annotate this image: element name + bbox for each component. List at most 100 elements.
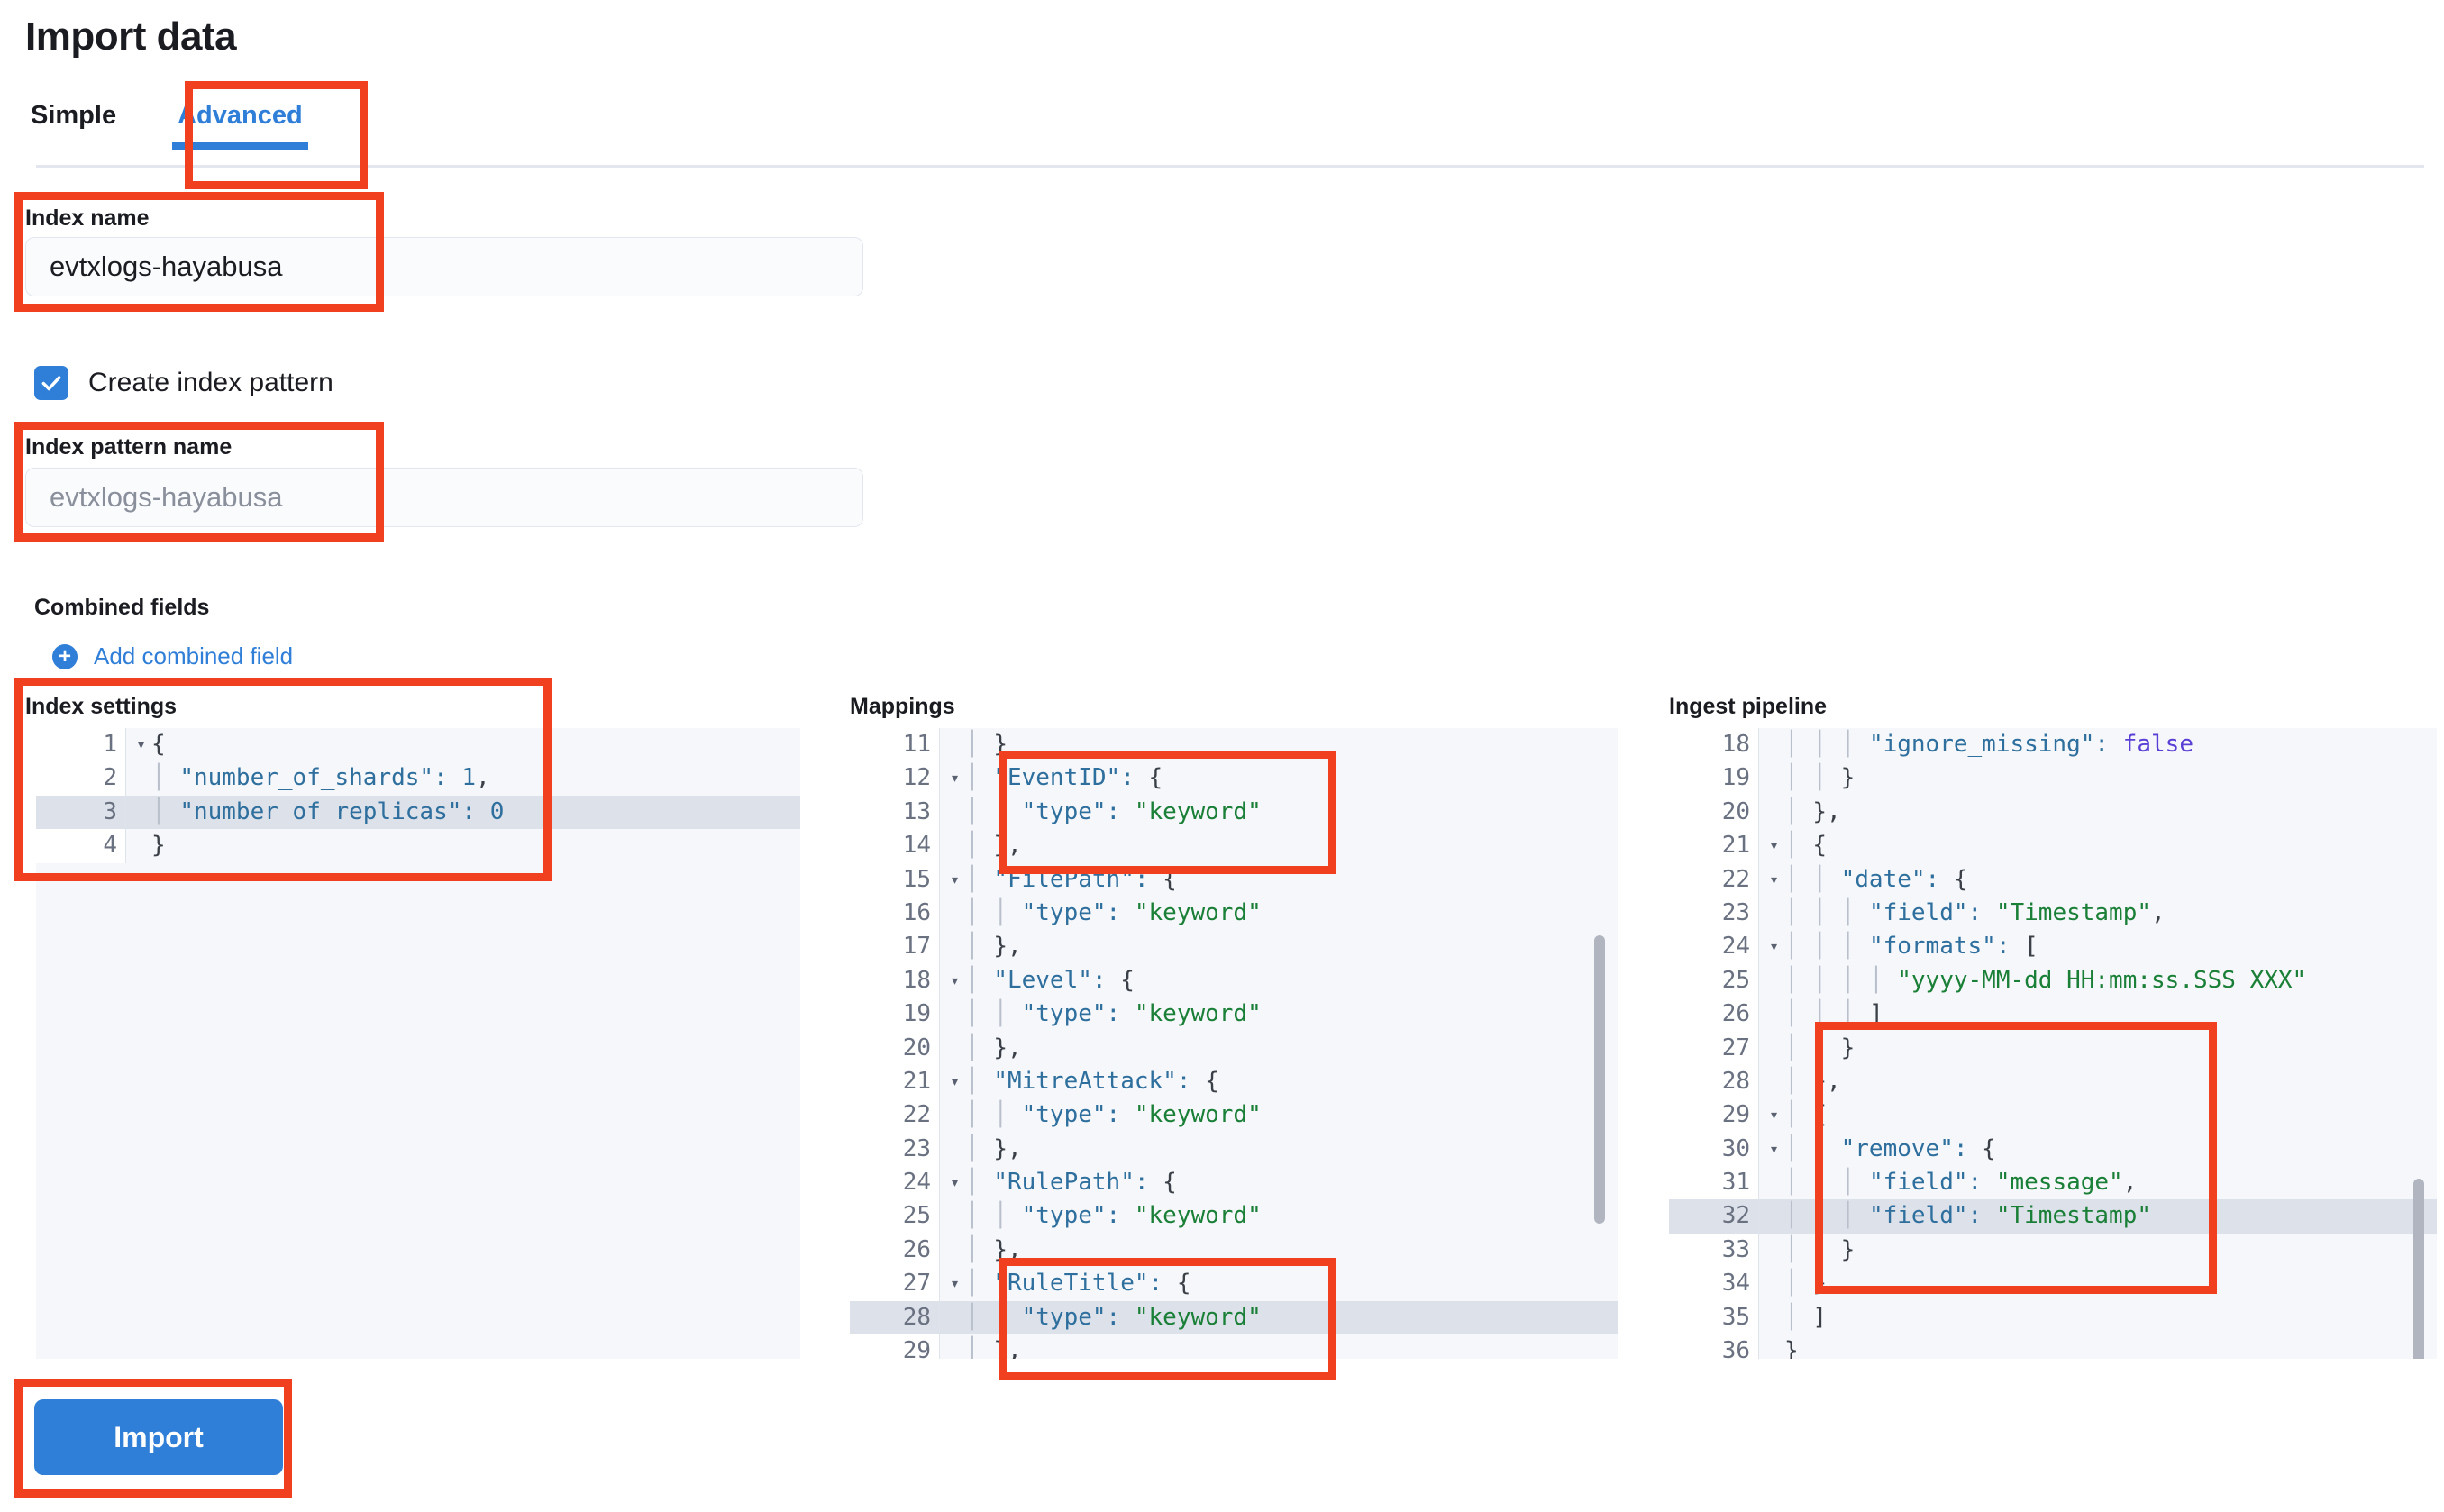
tab-simple[interactable]: Simple [31,101,117,130]
code-text: │ │ │ "formats": [ [1758,930,2437,964]
fold-toggle-icon[interactable]: ▾ [1769,1106,1779,1125]
mappings-scrollbar[interactable] [1594,935,1605,1224]
code-line[interactable]: 18│ │ │ "ignore_missing": false [1669,728,2437,762]
code-line[interactable]: 26│ │ │ ] [1669,997,2437,1032]
gutter-divider [1758,1132,1759,1167]
code-line[interactable]: 21▾│ { [1669,829,2437,863]
code-text: │ │ "type": "keyword" [939,1300,1618,1335]
import-button[interactable]: Import [34,1399,283,1475]
code-line[interactable]: 25│ │ │ │ "yyyy-MM-dd HH:mm:ss.SSS XXX" [1669,963,2437,998]
gutter-divider [939,896,940,931]
fold-toggle-icon[interactable]: ▾ [1769,937,1779,957]
code-line[interactable]: 28│ }, [1669,1064,2437,1099]
line-number: 22▾ [1669,862,1779,897]
index-settings-editor[interactable]: 1▾{2│ "number_of_shards": 1,3│ "number_o… [36,728,800,1359]
code-line[interactable]: 24▾│ "RulePath": { [850,1166,1618,1200]
code-text: │ }, [939,1233,1618,1268]
code-text: │ { [1758,829,2437,863]
create-index-pattern-row[interactable]: Create index pattern [34,366,333,400]
fold-toggle-icon[interactable]: ▾ [1769,1139,1779,1159]
indent-guide: │ [965,933,994,961]
code-line[interactable]: 17│ }, [850,930,1618,964]
code-line[interactable]: 2│ "number_of_shards": 1, [36,761,800,796]
indent-guide: │ [993,797,1022,825]
code-line[interactable]: 20│ }, [850,1031,1618,1065]
indent-guide: │ [993,898,1022,926]
code-text: │ │ } [1758,761,2437,796]
code-line[interactable]: 29│ }, [850,1334,1618,1359]
fold-toggle-icon[interactable]: ▾ [950,1173,960,1193]
indent-guide: │ [965,1034,994,1061]
code-line[interactable]: 23│ │ │ "field": "Timestamp", [1669,896,2437,931]
indent-guide: │ [1784,1235,1813,1263]
gutter-divider [939,930,940,964]
code-line[interactable]: 28│ │ "type": "keyword" [850,1300,1618,1335]
line-number: 19 [850,997,940,1032]
fold-toggle-icon[interactable]: ▾ [1769,870,1779,889]
code-line[interactable]: 21▾│ "MitreAttack": { [850,1064,1618,1099]
code-line[interactable]: 36} [1669,1334,2437,1359]
indent-guide: │ [1812,1134,1841,1162]
gutter-divider [125,728,126,762]
code-text: │ │ "date": { [1758,862,2437,897]
code-line[interactable]: 18▾│ "Level": { [850,963,1618,998]
fold-toggle-icon[interactable]: ▾ [950,769,960,788]
checkbox-checked[interactable] [34,366,68,400]
indent-guide: │ [1812,1169,1841,1197]
index-pattern-name-input[interactable]: evtxlogs-hayabusa [25,468,863,527]
line-number: 26 [1669,997,1759,1032]
code-line[interactable]: 20│ }, [1669,795,2437,830]
code-line[interactable]: 32│ │ │ "field": "Timestamp" [1669,1199,2437,1234]
line-number: 23 [850,1132,940,1167]
code-line[interactable]: 1▾{ [36,728,800,762]
code-line[interactable]: 27│ │ } [1669,1031,2437,1065]
code-text: │ "number_of_shards": 1, [125,761,800,796]
code-line[interactable]: 31│ │ │ "field": "message", [1669,1166,2437,1200]
index-name-input[interactable]: evtxlogs-hayabusa [25,237,863,296]
code-line[interactable]: 22│ │ "type": "keyword" [850,1098,1618,1133]
code-line[interactable]: 24▾│ │ │ "formats": [ [1669,930,2437,964]
fold-toggle-icon[interactable]: ▾ [1769,836,1779,856]
code-line[interactable]: 4} [36,829,800,863]
code-line[interactable]: 35│ ] [1669,1300,2437,1335]
fold-toggle-icon[interactable]: ▾ [950,970,960,990]
code-line[interactable]: 23│ }, [850,1132,1618,1167]
fold-toggle-icon[interactable]: ▾ [950,1274,960,1294]
code-line[interactable]: 16│ │ "type": "keyword" [850,896,1618,931]
code-line[interactable]: 3│ "number_of_replicas": 0 [36,795,800,830]
index-pattern-name-label: Index pattern name [25,434,233,460]
code-line[interactable]: 11│ } [850,728,1618,762]
indent-guide: │ [1812,1034,1841,1061]
code-line[interactable]: 22▾│ │ "date": { [1669,862,2437,897]
code-text: │ │ "type": "keyword" [939,1199,1618,1234]
indent-guide: │ [1784,832,1813,860]
code-line[interactable]: 19│ │ } [1669,761,2437,796]
indent-guide: │ [965,898,994,926]
gutter-divider [1758,1300,1759,1335]
code-line[interactable]: 26│ }, [850,1233,1618,1268]
code-line[interactable]: 19│ │ "type": "keyword" [850,997,1618,1032]
code-line[interactable]: 30▾│ │ "remove": { [1669,1132,2437,1167]
code-line[interactable]: 14│ }, [850,829,1618,863]
fold-toggle-icon[interactable]: ▾ [950,870,960,889]
indent-guide: │ [1812,966,1841,994]
code-line[interactable]: 33│ │ } [1669,1233,2437,1268]
line-number: 28 [850,1300,940,1335]
gutter-divider [125,829,126,863]
code-line[interactable]: 12▾│ "EventID": { [850,761,1618,796]
add-combined-field-button[interactable]: + Add combined field [52,642,293,670]
code-line[interactable]: 34│ } [1669,1267,2437,1301]
ingest-pipeline-scrollbar[interactable] [2413,1179,2424,1359]
fold-toggle-icon[interactable]: ▾ [136,735,146,754]
tab-advanced[interactable]: Advanced [147,97,333,150]
code-text: │ │ "type": "keyword" [939,1098,1618,1133]
fold-toggle-icon[interactable]: ▾ [950,1071,960,1091]
code-line[interactable]: 25│ │ "type": "keyword" [850,1199,1618,1234]
page-title: Import data [25,14,237,59]
mappings-editor[interactable]: 11│ }12▾│ "EventID": {13│ │ "type": "key… [850,728,1618,1359]
code-line[interactable]: 27▾│ "RuleTitle": { [850,1267,1618,1301]
code-line[interactable]: 13│ │ "type": "keyword" [850,795,1618,830]
code-line[interactable]: 15▾│ "FilePath": { [850,862,1618,897]
code-line[interactable]: 29▾│ { [1669,1098,2437,1133]
